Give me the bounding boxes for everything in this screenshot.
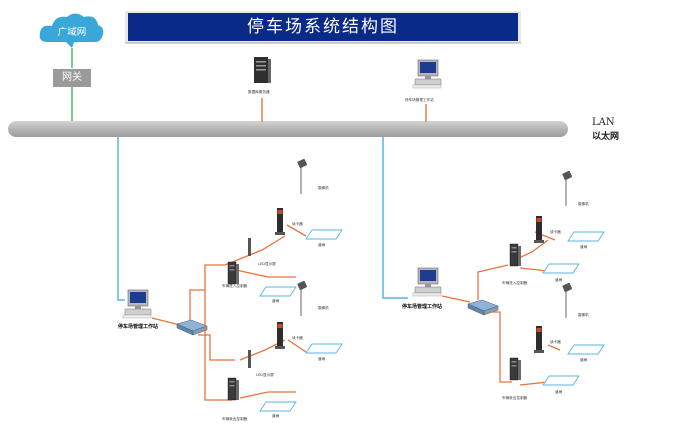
left-display-label-1: LED显示屏 — [258, 262, 276, 266]
right-controller-icon-2 — [509, 357, 522, 381]
right-reader-icon-2 — [534, 326, 544, 353]
right-barrier-icon-1 — [567, 231, 605, 242]
left-barrier-label-3: 道闸 — [318, 357, 326, 361]
lan-bus — [8, 121, 568, 137]
left-camera-label-1: 摄像机 — [318, 186, 329, 190]
left-controller-icon-2 — [227, 377, 240, 401]
right-controller-label-1: 车辆进入控制器 — [502, 281, 528, 285]
left-camera-label-2: 摄像机 — [318, 306, 329, 310]
right-barrier-label-3: 道闸 — [580, 358, 588, 362]
right-reader-label-2: 读卡器 — [550, 340, 561, 344]
left-controller-label-2: 车辆驶出控制器 — [222, 417, 248, 421]
right-camera-icon-2 — [561, 282, 573, 319]
top-workstation-label: 停车场管理工作站 — [405, 98, 434, 102]
right-switch-icon — [467, 299, 499, 316]
right-controller-label-2: 车辆驶出控制器 — [502, 396, 528, 400]
right-controller-icon-1 — [509, 243, 522, 267]
gateway-label: 网关 — [62, 72, 82, 83]
left-controller-label-1: 车辆进入控制器 — [222, 284, 248, 288]
gateway-icon — [53, 69, 91, 87]
right-workstation-icon — [412, 267, 442, 297]
left-barrier-label-1: 道闸 — [318, 243, 326, 247]
left-barrier-label-2: 道闸 — [272, 299, 280, 303]
left-barrier-icon-3 — [305, 343, 343, 354]
right-barrier-icon-2 — [542, 263, 580, 274]
left-switch-icon — [176, 319, 208, 336]
right-reader-icon-1 — [534, 216, 544, 243]
left-camera-icon-1 — [296, 158, 308, 195]
right-barrier-label-2: 道闸 — [555, 278, 563, 282]
left-workstation-label: 停车场管理工作站 — [118, 324, 159, 330]
left-barrier-label-4: 道闸 — [272, 414, 280, 418]
right-barrier-icon-3 — [567, 344, 605, 355]
right-barrier-icon-4 — [542, 375, 580, 386]
left-display-label-2: LED显示屏 — [256, 373, 274, 377]
left-camera-icon-2 — [296, 280, 308, 317]
left-barrier-icon-1 — [305, 229, 343, 240]
right-camera-icon-1 — [561, 170, 573, 207]
left-controller-icon-1 — [227, 261, 240, 285]
title-banner — [125, 11, 521, 44]
lan-label-en: LAN — [592, 117, 615, 128]
server-label: 数据库服务器 — [248, 90, 270, 94]
left-barrier-icon-4 — [259, 401, 297, 412]
wan-label: 广域网 — [57, 27, 87, 38]
right-barrier-label-4: 道闸 — [555, 390, 563, 394]
left-barrier-icon-2 — [259, 286, 297, 297]
top-workstation-icon — [412, 59, 442, 89]
lan-label-zh: 以太网 — [592, 132, 620, 142]
left-reader-label-1: 读卡器 — [292, 222, 303, 226]
right-barrier-label-1: 道闸 — [580, 245, 588, 249]
page-title: 停车场系统结构图 — [247, 17, 399, 37]
left-reader-icon-1 — [275, 208, 285, 235]
right-workstation-label: 停车场管理工作站 — [402, 304, 443, 310]
right-camera-label-1: 摄像机 — [578, 202, 589, 206]
server-icon — [254, 57, 271, 83]
left-workstation-icon — [122, 289, 152, 319]
right-reader-label-1: 读卡器 — [550, 230, 561, 234]
left-reader-label-2: 读卡器 — [292, 336, 303, 340]
right-camera-label-2: 摄像机 — [578, 313, 589, 317]
wan-cloud-icon — [39, 13, 104, 48]
